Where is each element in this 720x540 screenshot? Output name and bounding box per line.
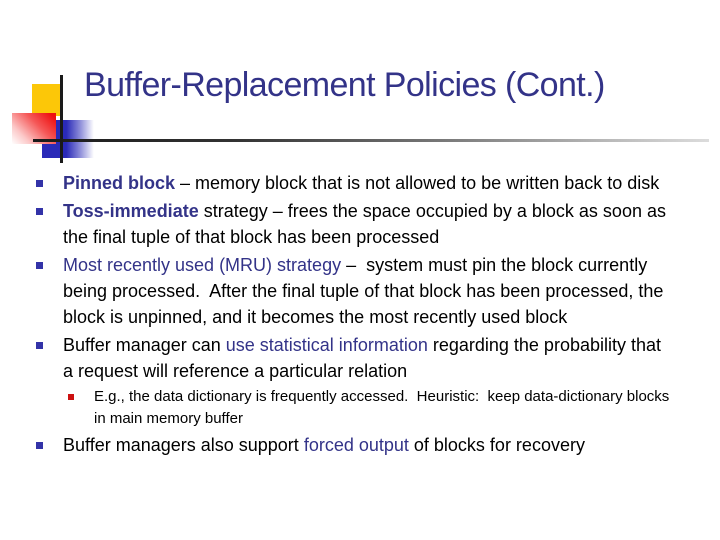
blue-square-bullet-icon	[36, 442, 43, 449]
deco-horizontal-rule	[33, 139, 709, 142]
bullet-text: Buffer managers also support forced outp…	[63, 432, 676, 458]
bullet-item-toss-immediate: Toss-immediate strategy – frees the spac…	[36, 198, 676, 250]
deco-vertical-line	[60, 75, 63, 163]
bullet-column	[36, 332, 63, 384]
plain-text: E.g., the data dictionary is frequently …	[94, 388, 674, 427]
plain-text: of blocks for recovery	[408, 435, 585, 455]
red-square-bullet-icon	[68, 394, 74, 400]
bullet-item-buffer-manager-statistics: Buffer manager can use statistical infor…	[36, 332, 676, 384]
bullet-item-pinned-block: Pinned block – memory block that is not …	[36, 170, 676, 196]
bullet-item-forced-output: Buffer managers also support forced outp…	[36, 432, 676, 458]
blue-square-bullet-icon	[36, 180, 43, 187]
plain-text: strategy – frees the space occupied by a…	[63, 201, 671, 247]
blue-square-bullet-icon	[36, 208, 43, 215]
plain-text: regarding the probability that a request…	[63, 335, 667, 381]
highlight-text: use statistical information	[225, 335, 428, 355]
bullet-text: Most recently used (MRU) strategy – syst…	[63, 252, 676, 330]
bullet-text: Pinned block – memory block that is not …	[63, 170, 676, 196]
deco-red-gradient-square	[12, 113, 56, 144]
sub-bullet-item-data-dictionary: E.g., the data dictionary is frequently …	[66, 386, 676, 430]
bullet-item-mru-strategy: Most recently used (MRU) strategy – syst…	[36, 252, 676, 330]
deco-yellow-square	[32, 84, 62, 116]
highlight-text: forced output	[303, 435, 409, 455]
plain-text: Buffer manager can	[63, 335, 226, 355]
keyword-text: Toss-immediate	[63, 201, 199, 221]
plain-text: – memory block that is not allowed to be…	[175, 173, 660, 193]
bullet-list: Pinned block – memory block that is not …	[36, 170, 676, 460]
bullet-column	[36, 170, 63, 196]
bullet-column	[36, 432, 63, 458]
plain-text: Buffer managers also support	[63, 435, 304, 455]
sub-bullet-text: E.g., the data dictionary is frequently …	[94, 386, 676, 430]
blue-square-bullet-icon	[36, 342, 43, 349]
blue-square-bullet-icon	[36, 262, 43, 269]
bullet-column	[36, 252, 63, 330]
highlight-text: Most recently used (MRU) strategy	[63, 255, 342, 275]
bullet-column	[66, 386, 94, 430]
plain-text: – system must pin the block currently be…	[63, 255, 669, 327]
bullet-text: Toss-immediate strategy – frees the spac…	[63, 198, 676, 250]
bullet-text: Buffer manager can use statistical infor…	[63, 332, 676, 384]
keyword-text: Pinned block	[63, 173, 176, 193]
slide-title: Buffer-Replacement Policies (Cont.)	[84, 66, 605, 104]
bullet-column	[36, 198, 63, 250]
